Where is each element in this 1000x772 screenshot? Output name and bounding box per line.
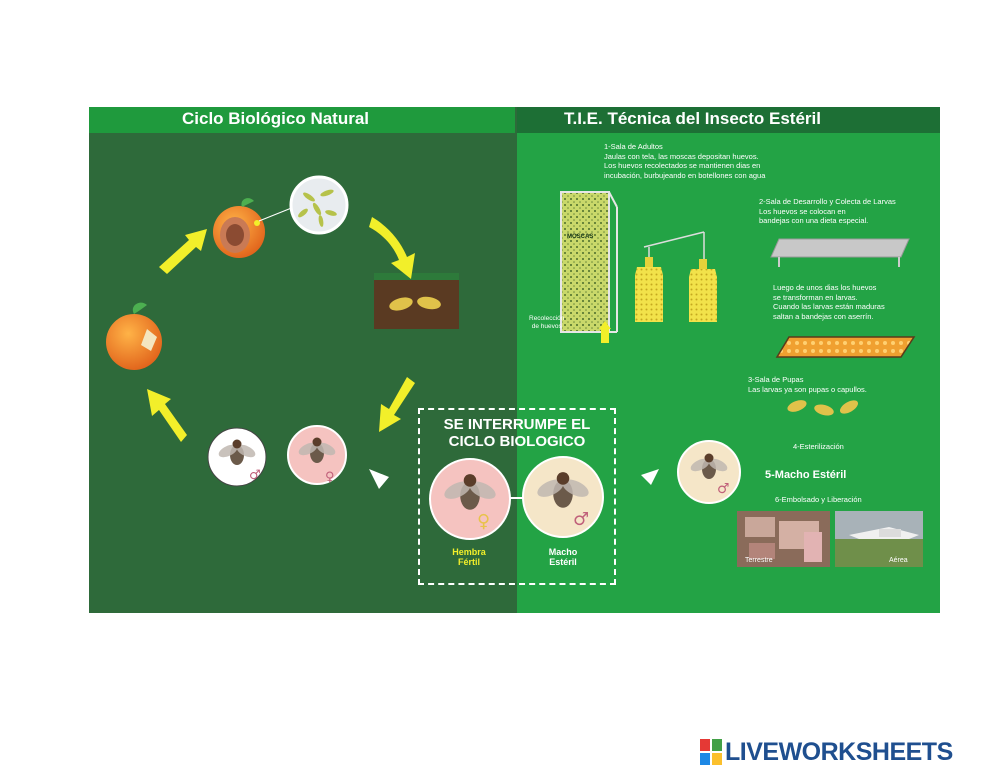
sterile-male-fly-sit-icon: ♂ — [677, 440, 741, 504]
cage-label: MOSCAS — [567, 234, 594, 240]
aerial-release-label: Aérea — [889, 557, 908, 564]
svg-text:♂: ♂ — [249, 468, 261, 483]
sterile-male-label: Macho Estéril — [548, 547, 578, 567]
cycle-arrows — [147, 217, 415, 442]
step3-text: 3-Sala de Pupas Las larvas ya son pupas … — [748, 375, 867, 394]
aerial-release-photo — [835, 511, 923, 567]
larvae-tray-icon — [770, 238, 910, 267]
sit-title: T.I.E. Técnica del Insecto Estéril — [564, 109, 821, 128]
natural-cycle-title: Ciclo Biológico Natural — [182, 109, 370, 128]
interrupt-cycle-box: SE INTERRUMPE EL CICLO BIOLOGICO — [418, 408, 616, 585]
female-fly-natural-icon: ♂ — [207, 427, 267, 487]
cut-fruit-icon — [213, 198, 295, 258]
chevron-left-icon — [641, 469, 659, 485]
male-fly-natural-icon: ♀ — [287, 425, 347, 485]
step1-text: 1-Sala de Adultos Jaulas con tela, las m… — [604, 142, 766, 180]
interrupt-title-line2: CICLO BIOLOGICO — [448, 433, 586, 450]
arrow-up-left-icon — [147, 389, 187, 442]
natural-cycle-header: Ciclo Biológico Natural — [89, 107, 515, 133]
svg-text:♂: ♂ — [717, 481, 730, 497]
fly-cage-icon — [560, 191, 618, 333]
arrow-up-right-icon — [159, 229, 207, 274]
step5-text: 5-Macho Estéril — [765, 469, 847, 481]
pupae-icon — [787, 400, 859, 416]
liveworksheets-brand[interactable]: LIVEWORKSHEETS — [700, 737, 953, 767]
step4-text: 4-Esterilización — [793, 442, 844, 451]
incubation-bottles-icon — [635, 231, 717, 322]
diagram-illustrations: ♂ ♀ ♀ ♂ — [106, 175, 923, 567]
fertile-female-label: Hembra Fértil — [452, 547, 486, 567]
step6-text: 6-Embolsado y Liberación — [775, 495, 862, 504]
soil-pupae-icon — [374, 273, 459, 329]
svg-text:♂: ♂ — [573, 509, 589, 530]
sit-diagram-poster: Ciclo Biológico Natural T.I.E. Técnica d… — [89, 107, 940, 613]
arrow-down-right-icon — [369, 217, 415, 279]
arrow-down-left-icon — [379, 377, 415, 432]
liveworksheets-wordmark: LIVEWORKSHEETS — [725, 737, 953, 766]
svg-text:♀: ♀ — [325, 470, 335, 485]
step2-text: 2-Sala de Desarrollo y Colecta de Larvas… — [759, 197, 896, 225]
interrupt-title-line1: SE INTERRUMPE EL — [443, 416, 591, 433]
step2b-text: Luego de unos dias los huevos se transfo… — [773, 283, 885, 321]
sawdust-tray-icon — [775, 336, 916, 358]
ground-release-photo — [737, 511, 830, 567]
chevron-right-icon — [369, 469, 389, 489]
egg-collect-label: Recolección de huevos — [529, 315, 565, 330]
egg-collect-arrow-icon — [599, 321, 611, 343]
svg-text:♀: ♀ — [477, 511, 490, 532]
liveworksheets-logo-icon — [700, 739, 722, 765]
magnified-larvae-icon — [289, 175, 349, 235]
sit-header: T.I.E. Técnica del Insecto Estéril — [517, 107, 940, 133]
ground-release-label: Terrestre — [745, 557, 773, 564]
sterile-male-fly-icon: ♂ — [522, 456, 604, 538]
interrupt-title: SE INTERRUMPE EL CICLO BIOLOGICO — [420, 416, 614, 450]
infested-fruit-icon — [106, 302, 162, 370]
